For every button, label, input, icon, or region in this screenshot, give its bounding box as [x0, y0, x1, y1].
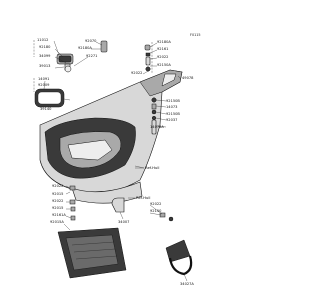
ref-hull-lower: Ref.Hull [136, 195, 150, 200]
callout-92150b-b: 92150B [166, 112, 180, 116]
callout-92015-b: 92015 [52, 206, 63, 210]
callout-34007: 34007 [118, 220, 129, 224]
callout-92180a-b: 92180A [157, 40, 171, 44]
callout-39013: 39013 [39, 64, 50, 68]
callout-92161a: 92161A [52, 213, 66, 217]
callout-34099: 34099 [39, 54, 51, 58]
fastener-set-right [151, 97, 157, 135]
callout-92180a: 92180A [78, 46, 92, 50]
callout-14091: 14091 [38, 77, 49, 81]
callout-92161: 92161 [157, 47, 168, 51]
lower-grille [57, 227, 127, 279]
callout-92015a: 92015A [50, 220, 64, 224]
callout-14073a: 14073A [150, 125, 164, 129]
cap-assembly [56, 40, 108, 73]
callout-92022-b: 92022 [131, 71, 142, 75]
fastener-set-upper [144, 44, 151, 72]
callout-92150: 92150 [150, 209, 162, 213]
leader-lines [43, 40, 188, 282]
callout-92180: 92180 [39, 45, 51, 49]
callout-49078: 49078 [182, 76, 194, 80]
reference-labels: Ref.Hull Ref.Hull [128, 165, 159, 200]
callout-92009: 92009 [38, 83, 50, 87]
parts-diagram: F0115 [33, 33, 201, 286]
callout-39140: 39140 [40, 107, 52, 111]
callout-11012: 11012 [37, 38, 48, 42]
callout-92022-d: 92022 [52, 199, 63, 203]
callout-92022-a: 92022 [157, 55, 168, 59]
callout-92022-e: 92022 [150, 202, 161, 206]
callout-92037: 92037 [166, 118, 177, 122]
callout-labels: 11012 92180 34099 39013 92070 92180A 922… [37, 38, 194, 286]
callout-92022-c: 92022 [52, 184, 63, 188]
gasket [34, 88, 65, 108]
callout-34027a: 34027A [180, 282, 194, 286]
drawing-code: F0115 [190, 33, 201, 37]
callout-92150a: 92150A [157, 63, 171, 67]
ref-hull-upper: Ref.Hull [145, 165, 159, 170]
callout-92015: 92015 [52, 192, 63, 196]
hull-body [39, 69, 183, 204]
callout-14073: 14073 [166, 105, 177, 109]
callout-92271: 92271 [86, 54, 97, 58]
callout-92070: 92070 [85, 39, 97, 43]
callout-92150b: 92150B [166, 99, 180, 103]
